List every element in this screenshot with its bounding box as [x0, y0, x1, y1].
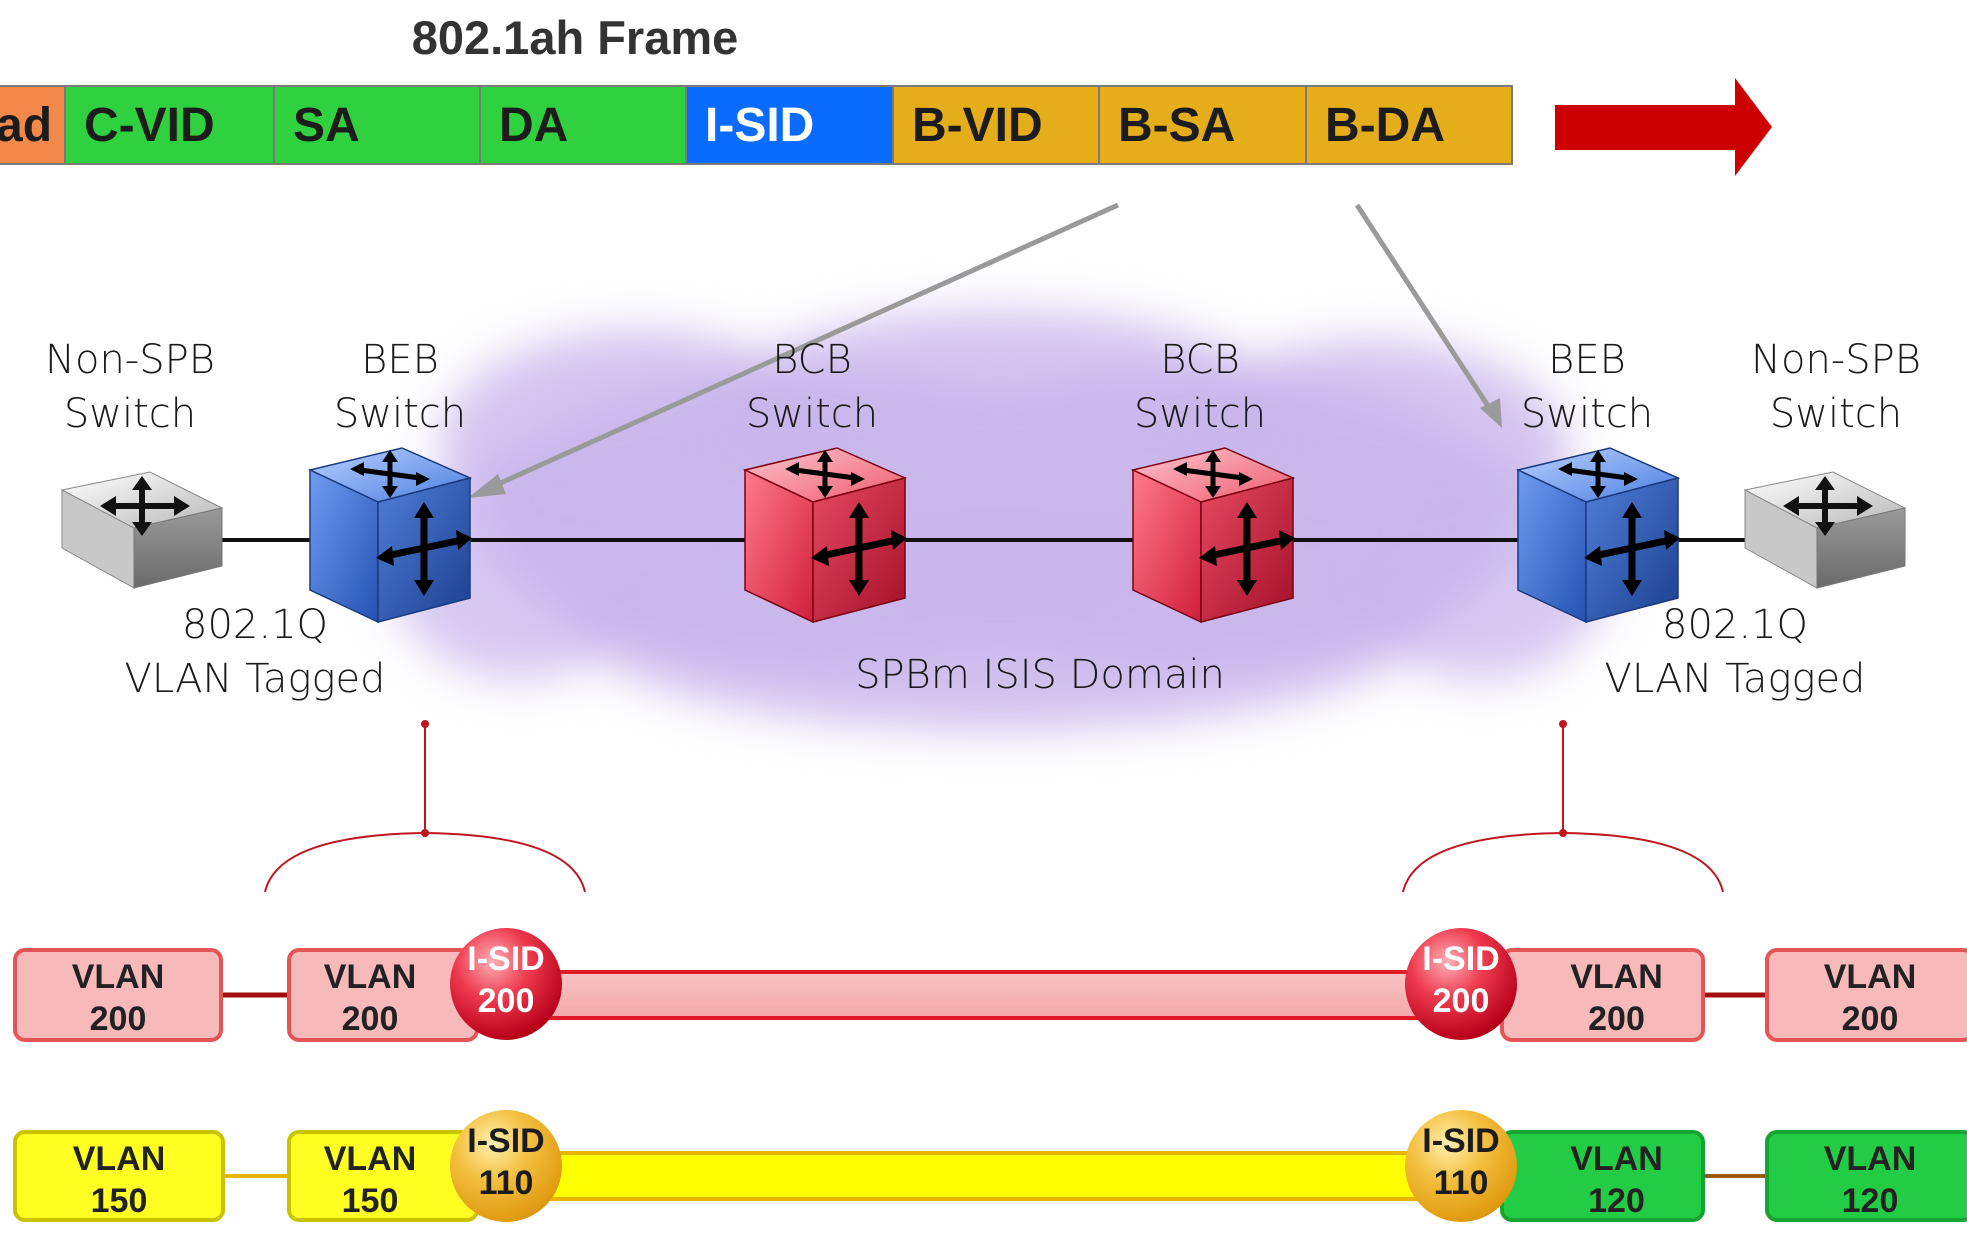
frame-field-isid: I-SID [685, 85, 894, 165]
frame-field-sa: SA [273, 85, 481, 165]
frame-field-bvid: B-VID [892, 85, 1100, 165]
beb-switch-cube-right [1515, 447, 1681, 624]
bcb-switch-cube-2 [1130, 447, 1296, 624]
callout-bracket-left [264, 724, 586, 893]
callout-bracket-right [1402, 724, 1724, 893]
service-tunnel-yellow [518, 1151, 1442, 1201]
bcb-switch-cube-1 [742, 447, 908, 624]
frame-field-ad: ad [0, 85, 66, 165]
frame-field-cvid: C-VID [64, 85, 275, 165]
switch-icon-right [1743, 471, 1907, 589]
frame-field-bda: B-DA [1305, 85, 1513, 165]
frame-title: 802.1ah Frame [411, 11, 739, 64]
domain-label: SPBm ISIS Domain [855, 652, 1225, 698]
frame-field-bsa: B-SA [1098, 85, 1307, 165]
frame-field-da: DA [479, 85, 687, 165]
switch-icon-left [60, 471, 224, 589]
beb-switch-cube-left [307, 447, 473, 624]
frame-pointer-arrows [468, 202, 1502, 498]
service-tunnel-red [518, 970, 1442, 1020]
direction-arrow [1555, 78, 1772, 176]
